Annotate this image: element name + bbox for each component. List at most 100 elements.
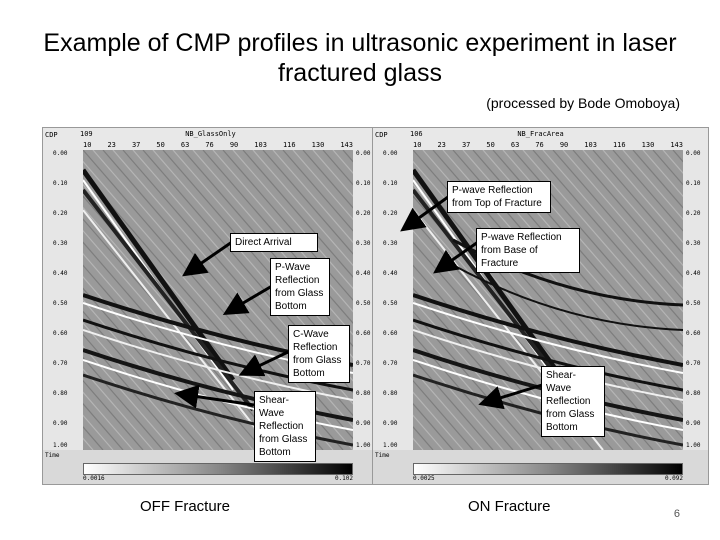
seismic-reflection <box>413 318 683 392</box>
cdp-tick: 130 <box>311 141 325 149</box>
seismic-texture-line <box>83 299 214 450</box>
seismic-texture-line <box>572 150 683 278</box>
colorbar-max: 0.092 <box>664 475 683 482</box>
cdp-label: CDP <box>45 131 58 139</box>
time-tick: 0.80 <box>686 390 701 397</box>
seismic-reflection <box>83 329 353 401</box>
time-tick: 0.40 <box>383 270 398 277</box>
seismic-texture-line <box>83 379 144 450</box>
arrow-p-wave-top-fracture <box>400 195 449 232</box>
time-tick: 0.40 <box>53 270 68 277</box>
time-tick: 0.40 <box>686 270 701 277</box>
seismic-texture-line <box>83 264 244 450</box>
time-tick: 0.20 <box>356 210 371 217</box>
label-p-wave-glass-bottom: P-Wave Reflection from Glass Bottom <box>270 258 330 316</box>
time-tick: 0.60 <box>356 330 371 337</box>
time-tick: 0.50 <box>686 300 701 307</box>
time-tick: 0.00 <box>383 150 398 157</box>
seismic-texture-line <box>242 150 353 278</box>
colorbar <box>413 463 683 475</box>
label-c-wave-glass-bottom: C-Wave Reflection from Glass Bottom <box>288 325 350 383</box>
time-tick: 0.70 <box>686 360 701 367</box>
seismic-texture-line <box>83 252 254 450</box>
time-tick: 0.30 <box>53 240 68 247</box>
seismic-reflection <box>83 373 353 447</box>
panel-name: NB_FracArea <box>517 130 564 138</box>
time-tick: 0.30 <box>356 240 371 247</box>
time-tick: 0.10 <box>383 180 398 187</box>
time-tick: 0.90 <box>53 420 68 427</box>
time-tick: 0.50 <box>356 300 371 307</box>
time-tick: 0.80 <box>53 390 68 397</box>
seismic-texture-line <box>83 345 174 450</box>
seismic-texture-line <box>232 150 353 290</box>
seismic-texture-line <box>532 150 683 324</box>
cdp-tick: 63 <box>510 141 520 149</box>
seismic-texture-line <box>83 391 134 450</box>
time-tick: 0.70 <box>53 360 68 367</box>
label-direct-arrival: Direct Arrival <box>230 233 318 252</box>
slide-title: Example of CMP profiles in ultrasonic ex… <box>43 29 677 87</box>
time-tick: 0.30 <box>383 240 398 247</box>
caption-on-fracture: ON Fracture <box>468 498 551 515</box>
seismic-texture-line <box>413 368 484 450</box>
time-tick: 0.90 <box>383 420 398 427</box>
cdp-tick: 90 <box>559 141 569 149</box>
seismic-fracture-reflection <box>452 264 683 331</box>
cdp-tick: 76 <box>535 141 544 149</box>
time-tick: 0.30 <box>686 240 701 247</box>
seismic-texture-line <box>202 150 353 324</box>
time-tick: 1.00 <box>383 442 398 449</box>
seismic-texture-line <box>292 150 353 221</box>
label-p-wave-base-fracture: P-wave Reflection from Base of Fracture <box>476 228 580 273</box>
seismic-texture-line <box>83 356 164 450</box>
time-tick: 0.70 <box>356 360 371 367</box>
cdp-label: CDP <box>375 131 388 139</box>
time-tick: 0.60 <box>383 330 398 337</box>
time-label: Time <box>45 452 60 459</box>
time-tick: 0.10 <box>686 180 701 187</box>
seismic-texture-line <box>302 150 353 209</box>
time-tick: 0.40 <box>356 270 371 277</box>
seismic-texture-line <box>612 150 683 232</box>
seismic-texture-line <box>282 150 353 232</box>
seismic-event <box>83 209 274 450</box>
seismic-texture-line <box>413 379 474 450</box>
time-tick: 0.80 <box>356 390 371 397</box>
time-tick: 0.20 <box>383 210 398 217</box>
cdp-tick: 23 <box>107 141 116 149</box>
panel-name: NB_GlassOnly <box>185 130 236 138</box>
cdp-tick: 90 <box>229 141 239 149</box>
time-tick: 1.00 <box>356 442 371 449</box>
time-tick: 1.00 <box>53 442 68 449</box>
seismic-texture-line <box>262 150 353 255</box>
cdp-tick: 116 <box>282 141 296 149</box>
seismic-texture-line <box>622 150 683 221</box>
seismic-texture-line <box>222 150 353 301</box>
seismic-texture-line <box>552 150 683 301</box>
arrow-shear-wave-left <box>174 384 255 409</box>
time-tick: 1.00 <box>686 442 701 449</box>
cdp-tick: 116 <box>612 141 626 149</box>
time-axis-left: 0.00 0.10 0.20 0.30 0.40 0.50 0.60 0.70 … <box>43 150 83 450</box>
cdp-value: 106 <box>410 130 423 138</box>
time-tick: 0.00 <box>686 150 701 157</box>
seismic-texture-line <box>522 150 683 336</box>
seismic-reflection <box>83 318 353 392</box>
seismic-texture-line <box>272 150 353 244</box>
seismic-event <box>83 188 255 412</box>
seismic-texture-line <box>83 206 294 450</box>
time-tick: 0.20 <box>686 210 701 217</box>
seismic-texture-line <box>252 150 353 267</box>
seismic-texture-line <box>413 333 514 450</box>
cdp-tick: 63 <box>180 141 190 149</box>
time-tick: 0.00 <box>53 150 68 157</box>
seismic-texture-line <box>413 264 574 450</box>
seismic-texture-line <box>582 150 683 267</box>
time-tick: 0.50 <box>53 300 68 307</box>
seismic-texture-line <box>413 345 504 450</box>
colorbar <box>83 463 353 475</box>
cdp-tick: 10 <box>83 141 92 149</box>
time-tick: 0.00 <box>356 150 371 157</box>
